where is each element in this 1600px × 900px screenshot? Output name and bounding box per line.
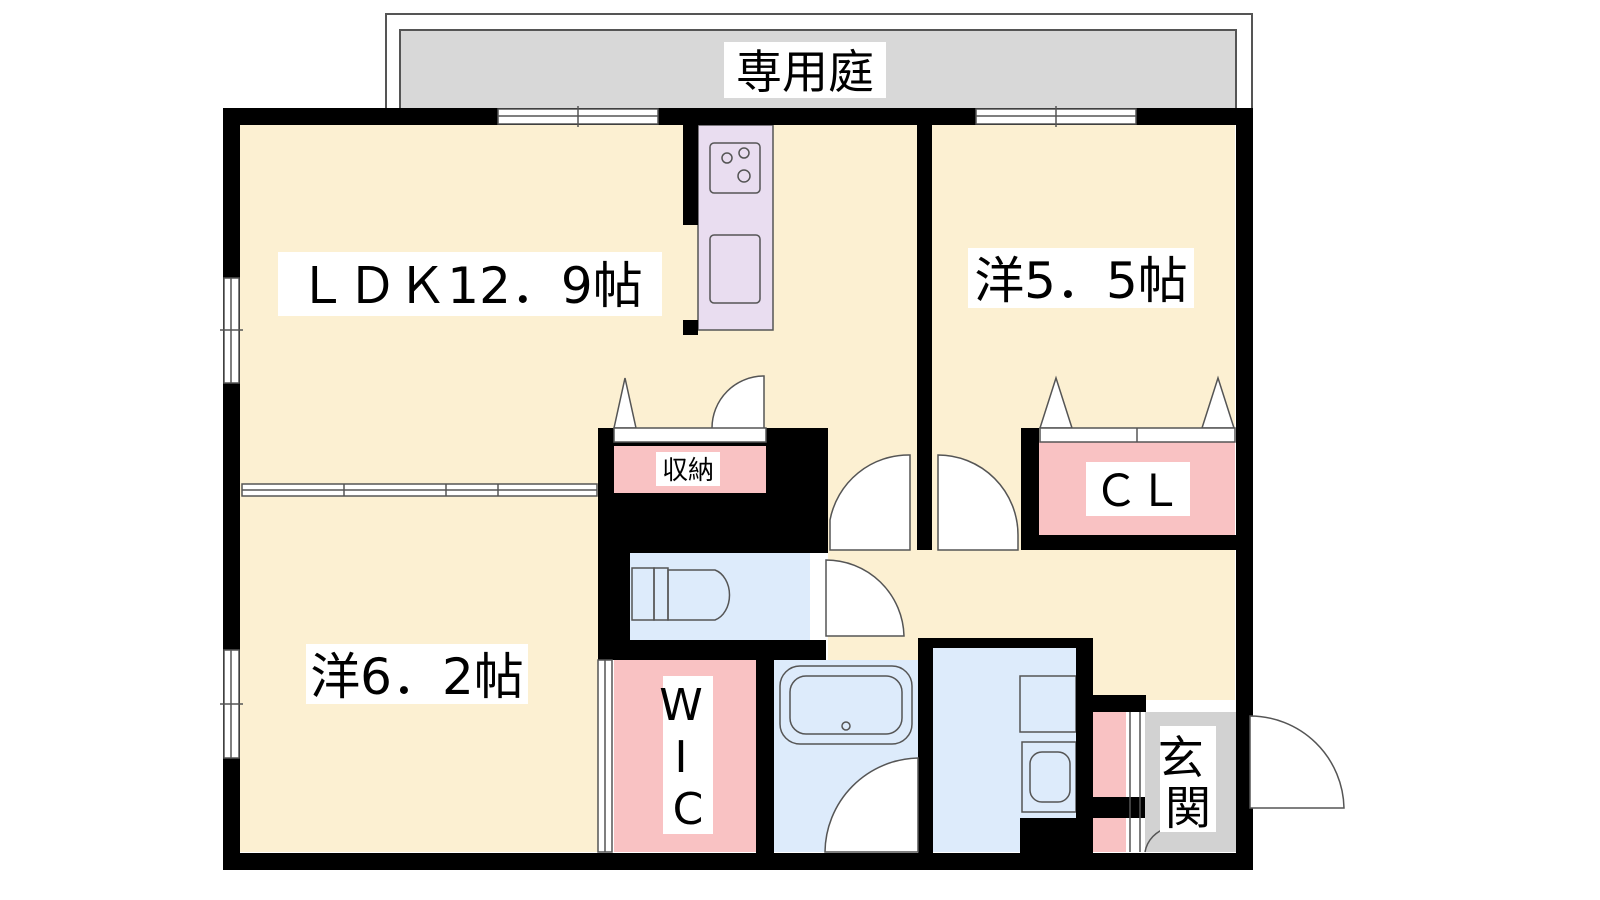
label-storage: 収納	[656, 452, 720, 486]
label-wic: W I C	[659, 676, 717, 835]
closet-door-triangles	[613, 375, 1236, 443]
svg-text:専用庭: 専用庭	[736, 45, 874, 99]
toilet-icon	[631, 567, 731, 621]
bathtub-icon	[779, 665, 913, 745]
toilet-room	[630, 552, 810, 640]
shoe-box-lower	[1093, 818, 1126, 852]
label-closet: ＣＬ	[1086, 462, 1190, 517]
label-entrance-text: 玄 関	[1158, 731, 1219, 835]
label-entrance: 玄 関	[1158, 726, 1219, 835]
label-wic-text: W I C	[659, 680, 717, 835]
label-garden: 専用庭	[724, 42, 886, 99]
stove-icon	[709, 142, 761, 194]
windows	[220, 106, 1141, 853]
label-ldk: ＬＤＫ12．9帖	[278, 252, 662, 316]
sink-icon	[709, 234, 761, 304]
svg-text:ＬＤＫ12．9帖: ＬＤＫ12．9帖	[297, 257, 642, 315]
svg-text:ＣＬ: ＣＬ	[1094, 466, 1182, 517]
svg-text:収納: 収納	[662, 456, 714, 486]
label-room-east: 洋5．5帖	[968, 248, 1194, 310]
doors	[711, 375, 1345, 853]
label-room-west: 洋6．2帖	[306, 644, 528, 706]
svg-text:洋5．5帖: 洋5．5帖	[974, 252, 1188, 310]
svg-text:洋6．2帖: 洋6．2帖	[310, 648, 524, 706]
shoe-box	[1093, 712, 1126, 797]
